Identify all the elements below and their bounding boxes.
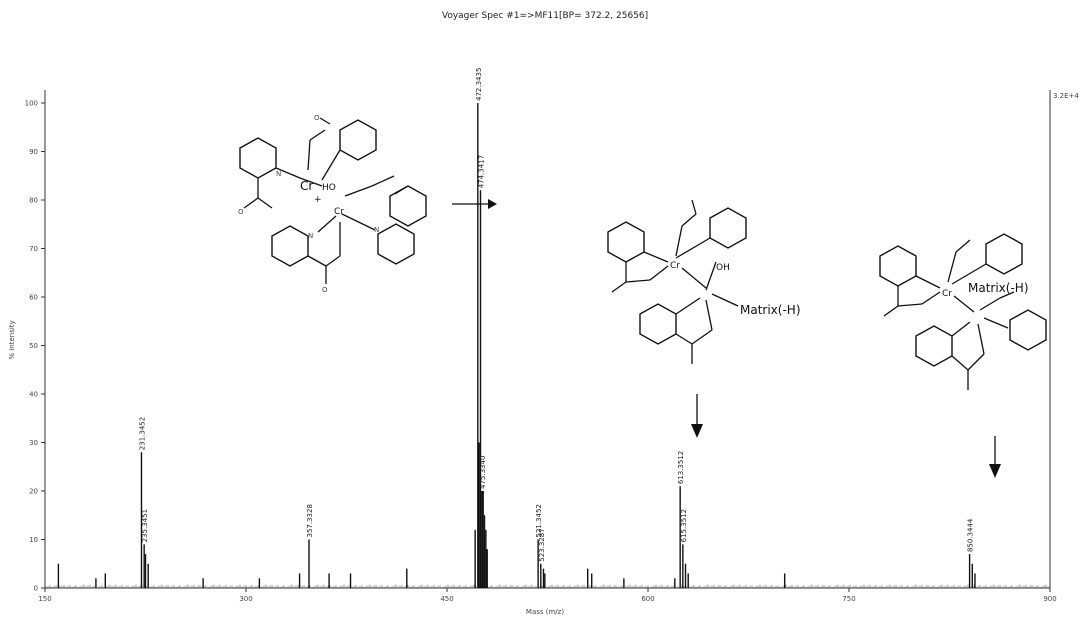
label-o: O: [322, 286, 328, 294]
label-cr: Cr: [942, 289, 952, 299]
y-tick-label: 50: [29, 342, 38, 350]
x-tick-label: 300: [239, 595, 252, 603]
label-o: O: [238, 208, 244, 216]
y-tick-label: 70: [29, 245, 38, 253]
x-axis-label: Mass (m/z): [526, 608, 564, 616]
peak-label: 474.3417: [478, 155, 486, 188]
label-n: N: [374, 226, 379, 234]
y-tick-label: 100: [25, 100, 38, 108]
label-n: N: [276, 170, 281, 178]
arrow-down-icon: [989, 436, 1001, 478]
peak-label: 475.3340: [479, 456, 487, 489]
baseline-noise: [45, 584, 1049, 588]
y-tick-label: 10: [29, 536, 38, 544]
y-axis-label: % Intensity: [8, 320, 16, 359]
label-matrix: Matrix(-H): [968, 281, 1029, 295]
chemical-structure-3: Cr Matrix(-H): [879, 233, 1047, 390]
x-tick-label: 900: [1043, 595, 1056, 603]
peak-label: 472.3435: [475, 68, 483, 101]
label-o: O: [314, 114, 320, 122]
chemical-structure-2: Cr OH Matrix(-H): [607, 199, 801, 364]
peak-label: 850.3444: [967, 518, 975, 552]
label-plus: +: [314, 195, 322, 205]
y-ticks: 0 10 20 30 40 50 60 70 80 90 100: [25, 100, 45, 593]
x-tick-label: 150: [38, 595, 51, 603]
peak-label: 521.3452: [535, 504, 543, 537]
x-tick-label: 450: [440, 595, 453, 603]
y-tick-label: 40: [29, 391, 38, 399]
y-tick-label: 60: [29, 294, 38, 302]
label-oh: OH: [716, 263, 730, 273]
peak-label: 615.3512: [680, 509, 688, 542]
peaks: [57, 103, 976, 588]
label-cr: Cr: [670, 261, 680, 271]
peak-label: 613.3512: [677, 451, 685, 484]
y-tick-label: 20: [29, 488, 38, 496]
y-tick-label: 30: [29, 439, 38, 447]
y-tick-label: 0: [34, 585, 38, 593]
arrow-down-icon: [691, 394, 703, 438]
x-ticks: 150 300 450 600 750 900: [38, 588, 1057, 603]
peak-label: 231.3452: [138, 417, 146, 450]
peak-label: 523.3287: [538, 528, 546, 561]
y-tick-label: 80: [29, 197, 38, 205]
right-axis-label: 3.2E+4: [1053, 92, 1079, 100]
chemical-structure-1: Cr HO + Cr N N N O O O: [238, 114, 427, 294]
label-matrix: Matrix(-H): [740, 303, 801, 317]
label-n: N: [308, 232, 313, 240]
label-cr: Cr: [300, 179, 313, 193]
arrow-right-icon: [452, 199, 497, 209]
peak-label: 235.3451: [141, 509, 149, 542]
noise-baseline: [45, 584, 1049, 588]
peak-label: 357.3328: [306, 504, 314, 537]
x-tick-label: 600: [641, 595, 654, 603]
chart-title: Voyager Spec #1=>MF11[BP= 372.2, 25656]: [442, 11, 648, 21]
peak-labels: 231.3452 235.3451 357.3328 472.3435 474.3417…: [138, 68, 974, 562]
x-tick-label: 750: [842, 595, 855, 603]
label-cr: Cr: [334, 207, 344, 217]
label-ho: HO: [322, 183, 336, 193]
y-tick-label: 90: [29, 148, 38, 156]
